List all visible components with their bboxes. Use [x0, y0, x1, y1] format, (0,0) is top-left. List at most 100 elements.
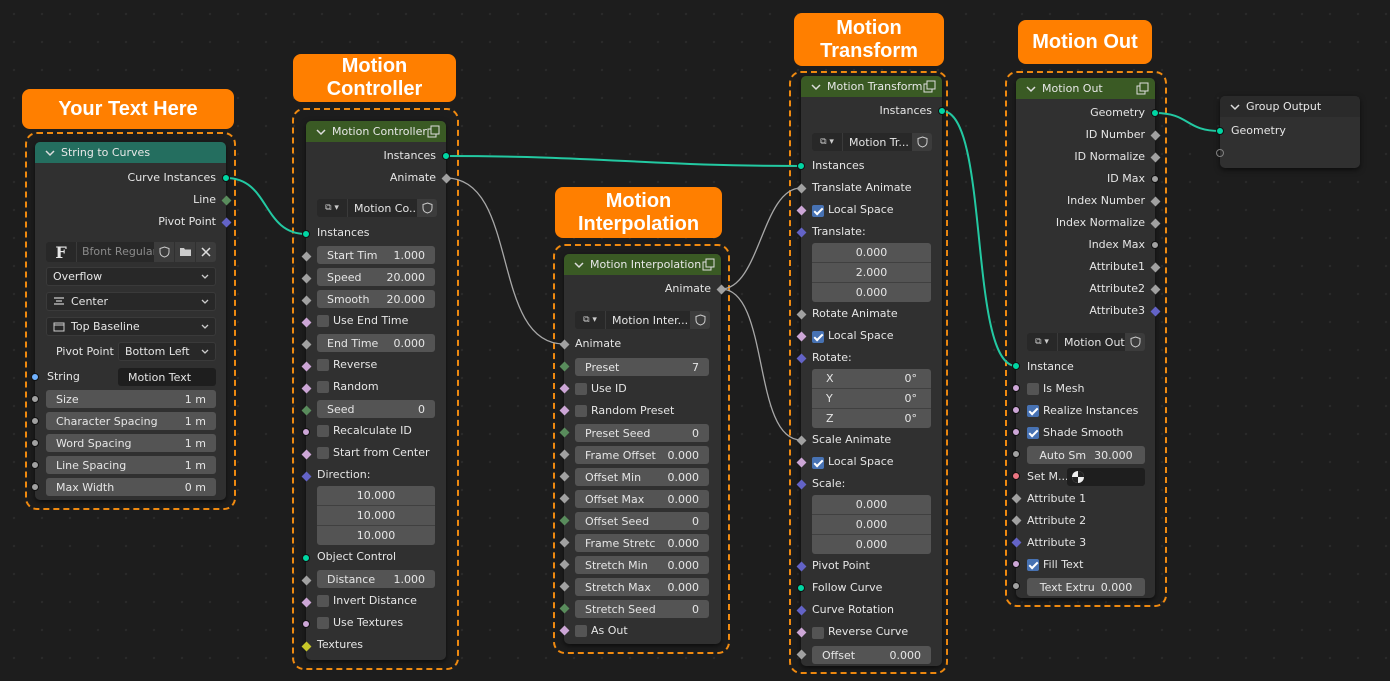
group-selector[interactable]: ⧉ ▾ Motion Inter...	[575, 310, 710, 330]
fake-user-shield-icon[interactable]	[1125, 333, 1145, 351]
socket-72[interactable]	[1012, 406, 1020, 414]
node-group-icon[interactable]	[427, 125, 440, 138]
reverse-checkbox[interactable]	[317, 359, 329, 371]
group-name[interactable]: Motion Inter...	[605, 311, 690, 329]
chevron-down-icon[interactable]	[45, 148, 55, 158]
folder-icon[interactable]	[175, 242, 195, 262]
fake-user-shield-icon[interactable]	[417, 199, 437, 217]
scale-x[interactable]: 0.000	[812, 495, 931, 515]
use-end-time-checkbox[interactable]	[317, 315, 329, 327]
socket-9[interactable]	[31, 483, 39, 491]
group-name[interactable]: Motion Tr...	[842, 133, 912, 151]
start-from-center-checkbox[interactable]	[317, 447, 329, 459]
node-motion-transform[interactable]: Motion Transform Instances ⧉ ▾ Motion Tr…	[801, 76, 942, 666]
node-motion-controller[interactable]: Motion Controller Instances Animate ⧉ ▾ …	[306, 121, 446, 660]
chevron-down-icon[interactable]	[1230, 102, 1240, 112]
socket-60[interactable]	[1151, 109, 1159, 117]
chevron-down-icon[interactable]	[1026, 84, 1036, 94]
as-out-checkbox[interactable]	[575, 625, 587, 637]
node-header[interactable]: Motion Out	[1016, 78, 1155, 99]
socket-73[interactable]	[1012, 428, 1020, 436]
align-y-dropdown[interactable]: Top Baseline	[46, 317, 216, 336]
fake-user-shield-icon[interactable]	[154, 242, 174, 262]
overflow-dropdown[interactable]: Overflow	[46, 267, 216, 286]
fake-user-shield-icon[interactable]	[912, 133, 932, 151]
scale-vector[interactable]: 0.000 0.000 0.000	[812, 495, 931, 554]
pivot-point-dropdown[interactable]: Bottom Left	[118, 342, 216, 361]
direction-vector[interactable]: 10.000 10.000 10.000	[317, 486, 435, 545]
socket-7[interactable]	[31, 439, 39, 447]
translate-z[interactable]: 0.000	[855, 286, 888, 299]
font-icon[interactable]: F	[46, 242, 76, 262]
group-selector[interactable]: ⧉ ▾ Motion Out	[1027, 332, 1145, 352]
node-string-to-curves[interactable]: String to Curves Curve Instances Line Pi…	[35, 142, 226, 500]
translate-local-space-checkbox[interactable]	[812, 205, 824, 217]
translate-vector[interactable]: 0.000 2.000 0.000	[812, 243, 931, 302]
node-header[interactable]: String to Curves	[35, 142, 226, 163]
node-header[interactable]: Motion Transform	[801, 76, 942, 97]
node-motion-interpolation[interactable]: Motion Interpolation Animate ⧉ ▾ Motion …	[564, 254, 721, 644]
random-checkbox[interactable]	[317, 381, 329, 393]
node-tree-icon[interactable]: ⧉ ▾	[1027, 333, 1057, 351]
node-tree-icon[interactable]: ⧉ ▾	[317, 199, 347, 217]
frame-label-your-text[interactable]: Your Text Here	[22, 89, 234, 129]
socket-1[interactable]	[222, 174, 230, 182]
translate-y[interactable]: 2.000	[812, 263, 931, 283]
frame-label-motion-transform[interactable]: Motion Transform	[794, 13, 944, 66]
socket-79[interactable]	[1012, 560, 1020, 568]
shade-smooth-checkbox[interactable]	[1027, 427, 1039, 439]
socket-74[interactable]	[1012, 450, 1020, 458]
socket-8[interactable]	[31, 461, 39, 469]
socket-80[interactable]	[1012, 582, 1020, 590]
group-selector[interactable]: ⧉ ▾ Motion Tr...	[812, 132, 932, 152]
node-header[interactable]: Motion Interpolation	[564, 254, 721, 275]
socket-27[interactable]	[302, 620, 310, 628]
node-group-icon[interactable]	[923, 80, 936, 93]
chevron-down-icon[interactable]	[811, 82, 821, 92]
fake-user-shield-icon[interactable]	[690, 311, 710, 329]
unlink-x-icon[interactable]	[196, 242, 216, 262]
use-textures-checkbox[interactable]	[317, 617, 329, 629]
socket-75[interactable]	[1012, 472, 1020, 480]
socket-45[interactable]	[797, 162, 805, 170]
socket-6[interactable]	[31, 417, 39, 425]
translate-x[interactable]: 0.000	[812, 243, 931, 263]
group-selector[interactable]: ⧉ ▾ Motion Co...	[317, 198, 437, 218]
chevron-down-icon[interactable]	[316, 127, 326, 137]
realize-instances-checkbox[interactable]	[1027, 405, 1039, 417]
invert-distance-checkbox[interactable]	[317, 595, 329, 607]
random-preset-checkbox[interactable]	[575, 405, 587, 417]
node-tree-icon[interactable]: ⧉ ▾	[812, 133, 842, 151]
socket-66[interactable]	[1151, 241, 1159, 249]
material-selector[interactable]	[1067, 468, 1145, 486]
reverse-curve-checkbox[interactable]	[812, 627, 824, 639]
scale-local-space-checkbox[interactable]	[812, 457, 824, 469]
node-group-icon[interactable]	[702, 258, 715, 271]
is-mesh-checkbox[interactable]	[1027, 383, 1039, 395]
socket-44[interactable]	[938, 107, 946, 115]
node-header[interactable]: Group Output	[1220, 96, 1360, 117]
